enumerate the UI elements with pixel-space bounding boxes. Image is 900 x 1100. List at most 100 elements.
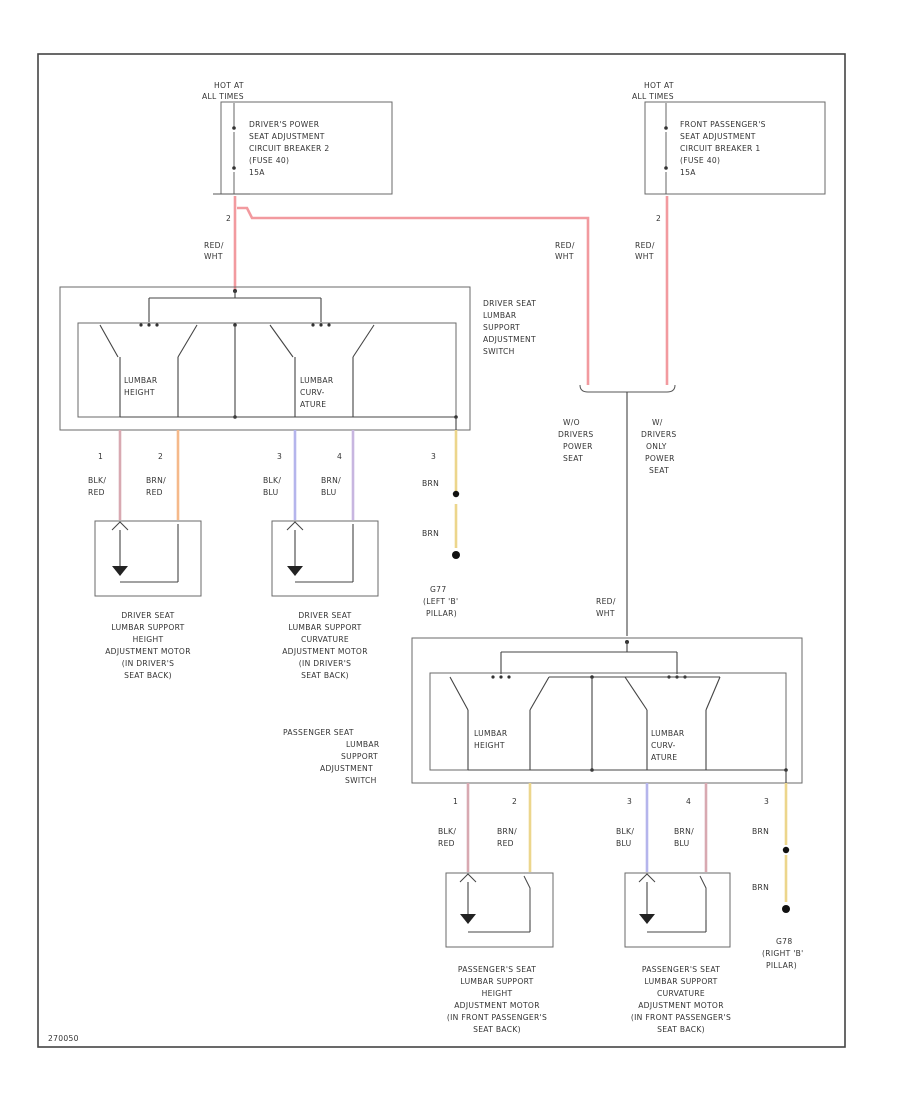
option-label: DRIVERS bbox=[558, 430, 594, 439]
option-label: SEAT bbox=[563, 454, 583, 463]
motor-label: HEIGHT bbox=[133, 635, 164, 644]
motor-label: SEAT BACK) bbox=[657, 1025, 705, 1034]
ground-label: (LEFT 'B' bbox=[423, 597, 458, 606]
option-label: W/ bbox=[652, 418, 663, 427]
switch-title: LUMBAR bbox=[483, 311, 517, 320]
wire-color-label: BLU bbox=[616, 839, 632, 848]
motor-label: SEAT BACK) bbox=[473, 1025, 521, 1034]
wire-color-label: BLU bbox=[674, 839, 690, 848]
hot-at-label: HOT AT bbox=[214, 81, 244, 90]
motor-label: LUMBAR SUPPORT bbox=[644, 977, 717, 986]
switch-title: SUPPORT bbox=[483, 323, 520, 332]
wire-color-label: BRN bbox=[422, 479, 439, 488]
motor-label: ADJUSTMENT MOTOR bbox=[282, 647, 368, 656]
wire-color-label: BRN/ bbox=[146, 476, 166, 485]
driver-curvature-motor: DRIVER SEAT LUMBAR SUPPORT CURVATURE ADJ… bbox=[271, 520, 379, 680]
fuse-line: SEAT ADJUSTMENT bbox=[680, 132, 756, 141]
motor-label: ADJUSTMENT MOTOR bbox=[638, 1001, 724, 1010]
motor-label: LUMBAR SUPPORT bbox=[111, 623, 184, 632]
fuse-line: FRONT PASSENGER'S bbox=[680, 120, 766, 129]
pin-label: 3 bbox=[764, 797, 769, 806]
lumbar-curvature-label: LUMBAR bbox=[651, 729, 685, 738]
wire-color-label: RED/ bbox=[555, 241, 575, 250]
switch-title: SWITCH bbox=[345, 776, 377, 785]
driver-height-motor: DRIVER SEAT LUMBAR SUPPORT HEIGHT ADJUST… bbox=[94, 520, 202, 680]
pin-label: 2 bbox=[512, 797, 517, 806]
motor-label: LUMBAR SUPPORT bbox=[460, 977, 533, 986]
motor-label: HEIGHT bbox=[482, 989, 513, 998]
motor-label: (IN DRIVER'S bbox=[122, 659, 174, 668]
diagram-frame bbox=[37, 53, 846, 1048]
driver-motor-wires: 1 2 3 4 3 BLK/ RED BRN/ RED BLK/ BLU BRN… bbox=[88, 430, 460, 618]
wire-color-label: BLK/ bbox=[88, 476, 106, 485]
lumbar-curvature-label: CURV- bbox=[300, 388, 325, 397]
red-wht-feed-wires: RED/ WHT RED/ WHT RED/ WHT bbox=[204, 196, 669, 385]
motor-label: PASSENGER'S SEAT bbox=[458, 965, 536, 974]
motor-label: ADJUSTMENT MOTOR bbox=[105, 647, 191, 656]
ground-label: PILLAR) bbox=[766, 961, 797, 970]
fuse-block-left: HOT AT ALL TIMES DRIVER'S POWER SEAT ADJ… bbox=[202, 81, 393, 223]
option-label: DRIVERS bbox=[641, 430, 677, 439]
motor-label: (IN DRIVER'S bbox=[299, 659, 351, 668]
ground-label: PILLAR) bbox=[426, 609, 457, 618]
wire-color-label: BRN/ bbox=[674, 827, 694, 836]
wire-color-label: BLK/ bbox=[616, 827, 634, 836]
fuse-line: SEAT ADJUSTMENT bbox=[249, 132, 325, 141]
fuse-line: (FUSE 40) bbox=[249, 156, 289, 165]
lumbar-height-label: LUMBAR bbox=[474, 729, 508, 738]
wire-color-label: WHT bbox=[555, 252, 574, 261]
option-label: POWER bbox=[563, 442, 593, 451]
fuse-line: CIRCUIT BREAKER 2 bbox=[249, 144, 329, 153]
lumbar-height-label: HEIGHT bbox=[474, 741, 505, 750]
wire-color-label: WHT bbox=[596, 609, 615, 618]
hot-at-label: HOT AT bbox=[644, 81, 674, 90]
switch-title: ADJUSTMENT bbox=[320, 764, 373, 773]
wire-color-label: RED bbox=[497, 839, 514, 848]
motor-label: SEAT BACK) bbox=[301, 671, 349, 680]
fuse-line: 15A bbox=[680, 168, 696, 177]
pin-label: 1 bbox=[98, 452, 103, 461]
driver-lumbar-switch: DRIVER SEAT LUMBAR SUPPORT ADJUSTMENT SW… bbox=[59, 286, 536, 431]
pin-label: 4 bbox=[337, 452, 342, 461]
wire-color-label: RED bbox=[438, 839, 455, 848]
pin-label: 3 bbox=[277, 452, 282, 461]
wire-color-label: WHT bbox=[635, 252, 654, 261]
motor-label: LUMBAR SUPPORT bbox=[288, 623, 361, 632]
pin-label: 1 bbox=[453, 797, 458, 806]
lumbar-curvature-label: ATURE bbox=[651, 753, 677, 762]
ground-label: (RIGHT 'B' bbox=[762, 949, 804, 958]
all-times-label: ALL TIMES bbox=[202, 92, 244, 101]
circuit-breaker-box bbox=[644, 101, 826, 195]
pin-label: 3 bbox=[627, 797, 632, 806]
wire-color-label: RED bbox=[88, 488, 105, 497]
all-times-label: ALL TIMES bbox=[632, 92, 674, 101]
lumbar-height-label: LUMBAR bbox=[124, 376, 158, 385]
lumbar-curvature-label: CURV- bbox=[651, 741, 676, 750]
passenger-curvature-motor: PASSENGER'S SEAT LUMBAR SUPPORT CURVATUR… bbox=[624, 872, 731, 1034]
switch-title: LUMBAR bbox=[346, 740, 380, 749]
wire-color-label: BLU bbox=[263, 488, 279, 497]
motor-label: (IN FRONT PASSENGER'S bbox=[447, 1013, 547, 1022]
wire-color-label: BRN bbox=[752, 827, 769, 836]
passenger-lumbar-switch: PASSENGER SEAT LUMBAR SUPPORT ADJUSTMENT… bbox=[283, 637, 803, 785]
wire-color-label: BLU bbox=[321, 488, 337, 497]
motor-label: PASSENGER'S SEAT bbox=[642, 965, 720, 974]
pin-label: 2 bbox=[656, 214, 661, 223]
motor-label: DRIVER SEAT bbox=[298, 611, 351, 620]
fuse-line: 15A bbox=[249, 168, 265, 177]
motor-label: CURVATURE bbox=[301, 635, 349, 644]
pin-label: 2 bbox=[158, 452, 163, 461]
wire-color-label: BRN/ bbox=[497, 827, 517, 836]
ground-label: G78 bbox=[776, 937, 792, 946]
wire-color-label: BRN bbox=[422, 529, 439, 538]
diagram-id: 270050 bbox=[48, 1034, 79, 1043]
fuse-line: CIRCUIT BREAKER 1 bbox=[680, 144, 760, 153]
pin-label: 4 bbox=[686, 797, 691, 806]
wire-color-label: RED/ bbox=[635, 241, 655, 250]
fuse-block-right: HOT AT ALL TIMES FRONT PASSENGER'S SEAT … bbox=[632, 81, 826, 223]
switch-title: SWITCH bbox=[483, 347, 515, 356]
passenger-height-motor: PASSENGER'S SEAT LUMBAR SUPPORT HEIGHT A… bbox=[445, 872, 554, 1034]
pin-label: 2 bbox=[226, 214, 231, 223]
